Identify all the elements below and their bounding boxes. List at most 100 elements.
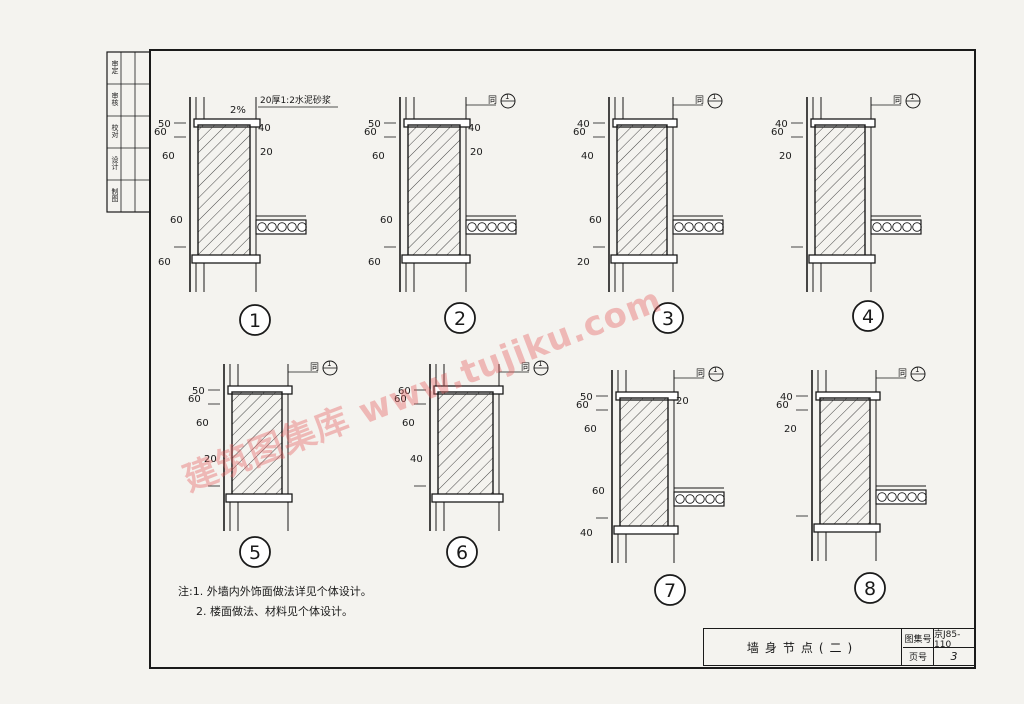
dimension-label: 60 [368, 257, 381, 268]
base-ledge [808, 254, 876, 264]
same-as-label: 同 [898, 368, 907, 379]
title-block: 墙身节点(二) 图集号 京J85-110 页号 3 [703, 628, 975, 666]
same-as-label: 同 [893, 95, 902, 106]
same-as-label: 同 [310, 362, 319, 373]
dimension-label: 60 [771, 127, 784, 138]
dimension-label: 40 [580, 528, 593, 539]
detail-number: 3 [662, 308, 674, 330]
same-as-label: 同 [696, 368, 705, 379]
dimension-label: 60 [154, 127, 167, 138]
slab-core [705, 494, 715, 504]
detail-number: 6 [456, 542, 468, 564]
wall-section [819, 397, 871, 527]
dimension-label: 60 [394, 394, 407, 405]
dimension-label: 40 [258, 123, 271, 134]
slab-core [297, 222, 307, 232]
page-number: 3 [950, 650, 958, 663]
sidebar-label: 审核 [111, 92, 119, 106]
slab-core [892, 222, 902, 232]
dimension-label: 60 [573, 127, 586, 138]
base-ledge [191, 254, 261, 264]
detail-number: 5 [249, 542, 261, 564]
wall-section [407, 124, 461, 258]
dimension-label: 60 [576, 400, 589, 411]
floor-slab [672, 219, 724, 235]
slab-core [277, 222, 287, 232]
dimension-label: 50 [580, 392, 593, 403]
reference-number: 1 [505, 93, 509, 101]
slab-core [695, 494, 705, 504]
sidebar-label: 校对 [111, 124, 119, 138]
wall-section [814, 124, 866, 258]
slab-core [897, 492, 907, 502]
slab-core [287, 222, 297, 232]
same-as-label: 同 [521, 362, 530, 373]
dimension-label: 50 [368, 119, 381, 130]
floor-slab [465, 219, 517, 235]
detail-number-circle [852, 300, 884, 332]
slab-core [684, 222, 694, 232]
reference-number: 1 [915, 366, 919, 374]
same-as-label: 同 [695, 95, 704, 106]
annotation-text: 20厚1:2水泥砂浆 [260, 94, 331, 106]
page-label: 页号 [903, 648, 934, 665]
dimension-label: 40 [468, 123, 481, 134]
slab-core [467, 222, 477, 232]
dimension-label: 60 [776, 400, 789, 411]
reference-number: 1 [713, 366, 717, 374]
base-ledge [225, 493, 293, 503]
dimension-label: 60 [589, 215, 602, 226]
dimension-label: 60 [364, 127, 377, 138]
slab-core [714, 222, 724, 232]
sidebar-label: 设计 [111, 156, 119, 170]
slab-core [912, 222, 922, 232]
slab-core [685, 494, 695, 504]
detail-number-circle [652, 302, 684, 334]
sidebar-label: 制图 [111, 188, 119, 202]
dimension-label: 20 [577, 257, 590, 268]
wall-section [619, 397, 669, 529]
slab-core [267, 222, 277, 232]
slab-core [872, 222, 882, 232]
dimension-label: 60 [398, 386, 411, 397]
floor-slab [255, 219, 307, 235]
slab-core [497, 222, 507, 232]
detail-number: 8 [864, 578, 876, 600]
reference-number: 1 [538, 360, 542, 368]
slab-core [917, 492, 927, 502]
detail-number-circle [446, 536, 478, 568]
slab-core [507, 222, 517, 232]
dimension-label: 40 [410, 454, 423, 465]
dimension-label: 20 [779, 151, 792, 162]
base-ledge [813, 523, 881, 533]
sheet-title: 墙身节点(二) [704, 629, 902, 665]
dimension-label: 40 [775, 119, 788, 130]
dimension-label: 20 [260, 147, 273, 158]
drawing-no: 京J85-110 [934, 629, 974, 650]
wall-section [616, 124, 668, 258]
floor-slab [875, 489, 927, 505]
dimension-label: 20 [204, 454, 217, 465]
base-ledge [610, 254, 678, 264]
drawing-no-label: 图集号 [903, 629, 934, 648]
detail-number-circle [854, 572, 886, 604]
dimension-label: 60 [372, 151, 385, 162]
dimension-label: 2% [230, 105, 246, 116]
detail-number-circle [444, 302, 476, 334]
detail-number-circle [239, 536, 271, 568]
notes: 注:1. 外墙内外饰面做法详见个体设计。 2. 楼面做法、材料见个体设计。 [178, 582, 372, 622]
wall-section [437, 391, 494, 497]
dimension-label: 60 [380, 215, 393, 226]
dimension-label: 50 [192, 386, 205, 397]
dimension-label: 60 [170, 215, 183, 226]
slab-core [694, 222, 704, 232]
detail-number: 1 [249, 310, 261, 332]
note-line-1: 注:1. 外墙内外饰面做法详见个体设计。 [178, 585, 372, 598]
slab-core [715, 494, 725, 504]
